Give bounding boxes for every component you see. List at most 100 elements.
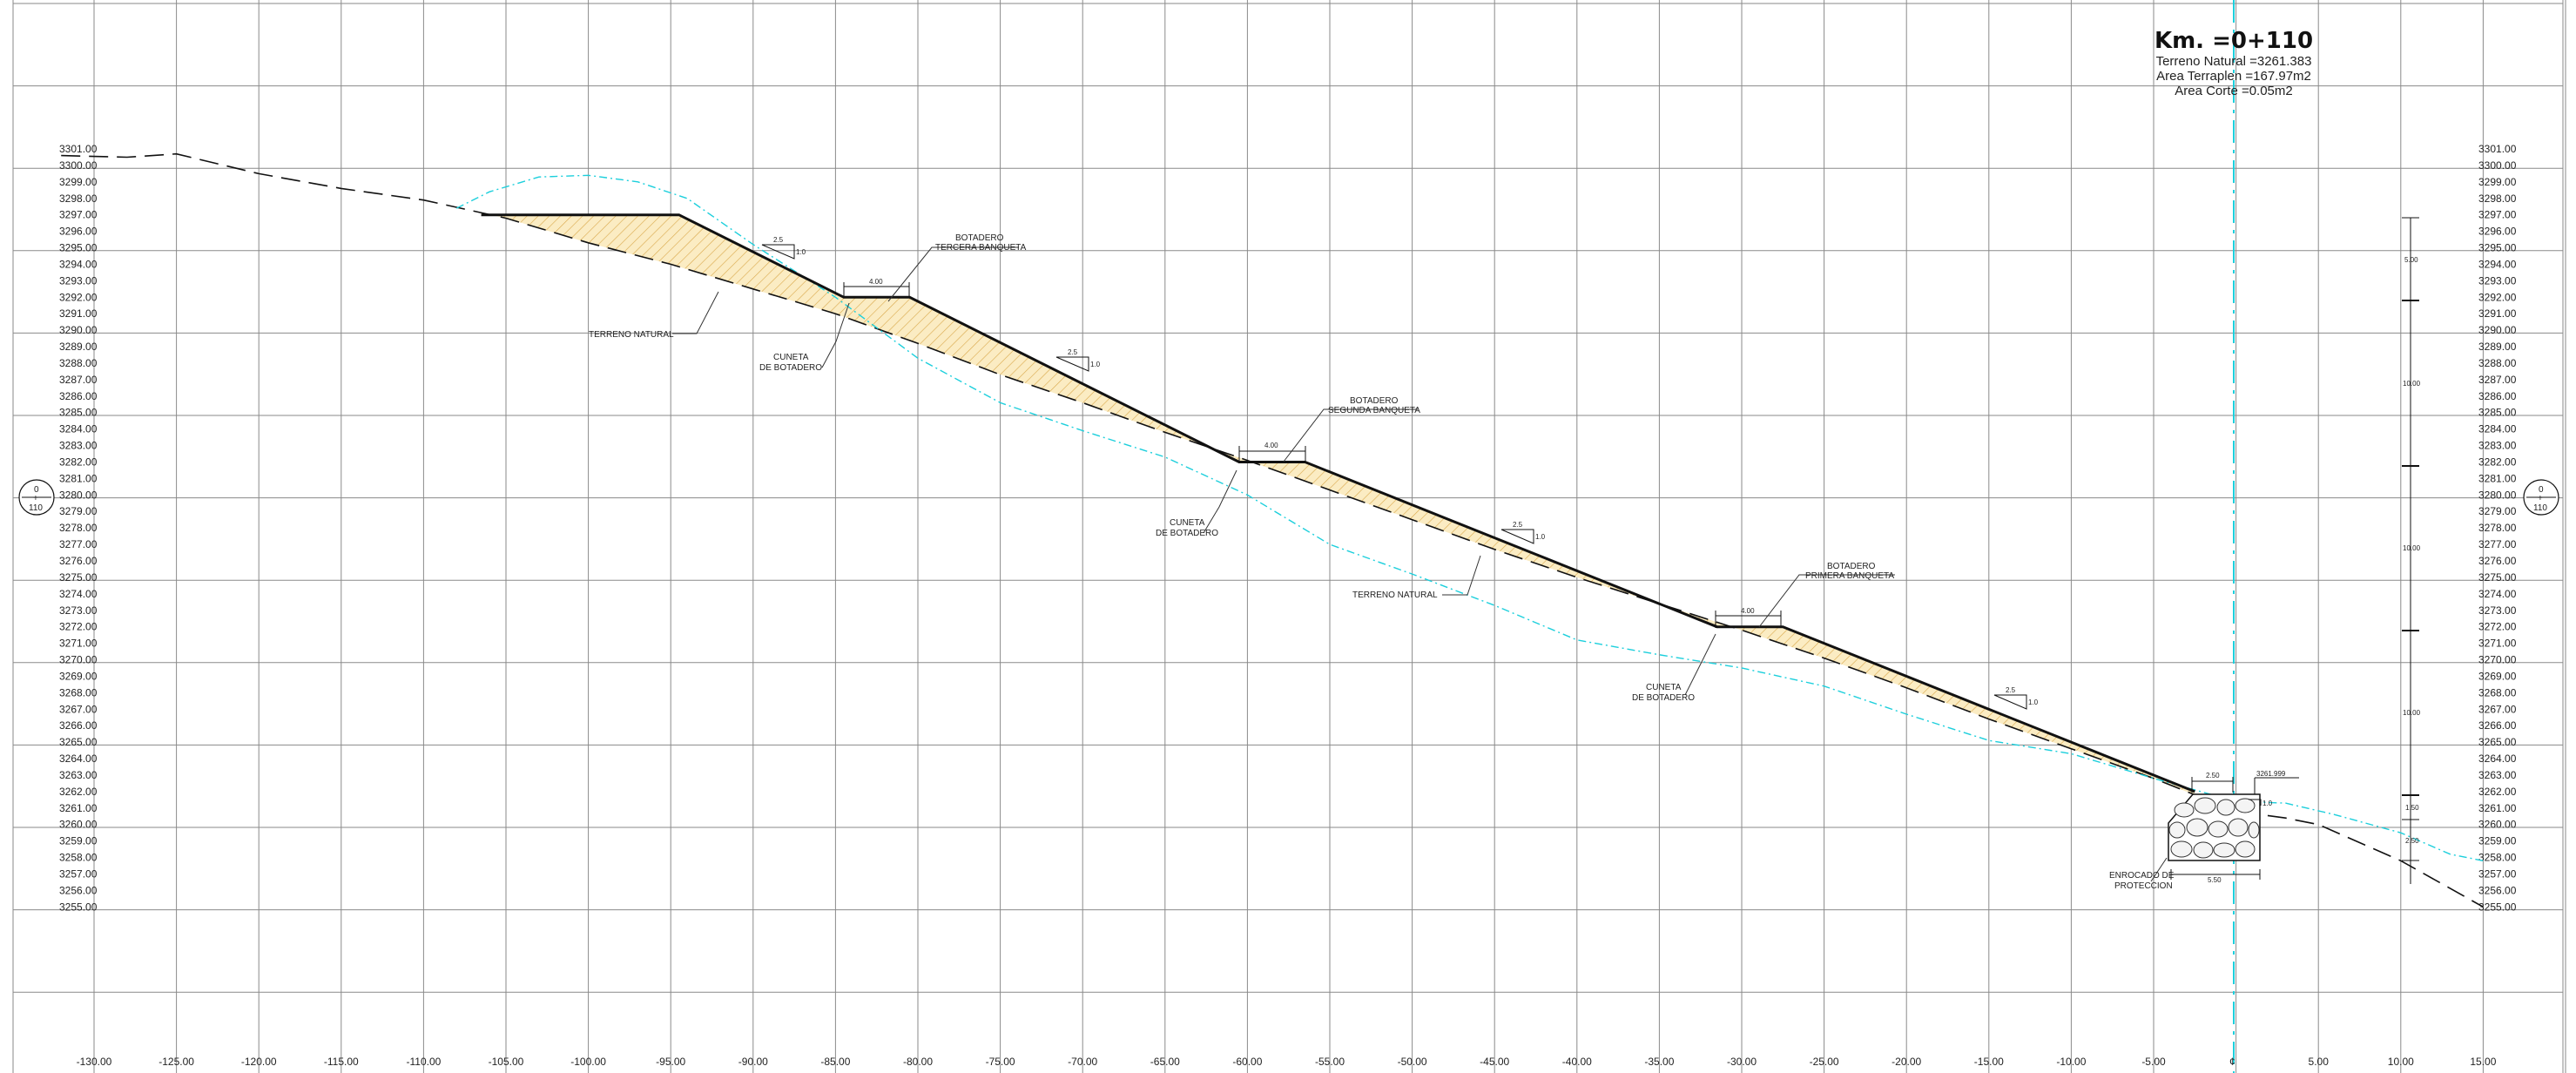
y-tick-label-right: 3301.00 bbox=[2478, 143, 2517, 155]
primera-banqueta-label-2: PRIMERA BANQUETA bbox=[1805, 571, 1894, 581]
y-tick-label-right: 3258.00 bbox=[2478, 852, 2517, 864]
x-tick-label: -65.00 bbox=[1150, 1056, 1180, 1068]
x-tick-label: -115.00 bbox=[324, 1056, 359, 1068]
x-tick-label: -130.00 bbox=[77, 1056, 112, 1068]
y-tick-label-left: 3275.00 bbox=[59, 571, 98, 584]
y-tick-label-right: 3285.00 bbox=[2478, 407, 2517, 419]
rock-protection bbox=[2168, 793, 2261, 861]
y-tick-label-left: 3281.00 bbox=[59, 472, 98, 484]
slope-v-1: 1.0 bbox=[796, 248, 806, 256]
y-tick-label-right: 3291.00 bbox=[2478, 307, 2517, 320]
x-tick-label: -10.00 bbox=[2056, 1056, 2086, 1068]
y-tick-label-left: 3255.00 bbox=[59, 901, 98, 913]
dim-bar-6: 2.50 bbox=[2405, 837, 2419, 845]
base-width: 5.50 bbox=[2208, 876, 2222, 884]
y-tick-label-left: 3297.00 bbox=[59, 209, 98, 221]
tercera-banqueta-label-1: BOTADERO bbox=[955, 233, 1004, 243]
y-tick-label-right: 3260.00 bbox=[2478, 819, 2517, 831]
y-tick-label-left: 3286.00 bbox=[59, 390, 98, 402]
y-tick-label-right: 3293.00 bbox=[2478, 274, 2517, 287]
y-tick-label-left: 3289.00 bbox=[59, 341, 98, 353]
y-tick-label-left: 3287.00 bbox=[59, 374, 98, 386]
x-tick-label: -80.00 bbox=[903, 1056, 933, 1068]
bench-width-1: 4.00 bbox=[1741, 607, 1755, 615]
y-tick-label-left: 3295.00 bbox=[59, 242, 98, 254]
y-tick-label-right: 3284.00 bbox=[2478, 423, 2517, 435]
leader-lines bbox=[672, 246, 2168, 882]
y-tick-label-right: 3279.00 bbox=[2478, 505, 2517, 517]
y-tick-label-left: 3292.00 bbox=[59, 291, 98, 303]
y-tick-label-right: 3268.00 bbox=[2478, 686, 2517, 698]
x-tick-label: -90.00 bbox=[738, 1056, 768, 1068]
y-tick-label-left: 3298.00 bbox=[59, 192, 98, 205]
y-tick-label-left: 3270.00 bbox=[59, 654, 98, 666]
natural-terrain-line bbox=[61, 152, 2484, 908]
y-tick-label-right: 3270.00 bbox=[2478, 654, 2517, 666]
y-tick-label-left: 3288.00 bbox=[59, 357, 98, 369]
x-tick-label: 15.00 bbox=[2470, 1056, 2496, 1068]
slope-v-3: 1.0 bbox=[1535, 533, 1546, 541]
y-tick-label-right: 3289.00 bbox=[2478, 341, 2517, 353]
x-tick-label: -35.00 bbox=[1644, 1056, 1674, 1068]
dim-bar-1: 5.00 bbox=[2404, 256, 2418, 264]
y-tick-label-right: 3266.00 bbox=[2478, 719, 2517, 732]
bench-width-2: 4.00 bbox=[1264, 442, 1278, 449]
y-tick-label-right: 3272.00 bbox=[2478, 621, 2517, 633]
x-tick-label: -25.00 bbox=[1810, 1056, 1839, 1068]
y-axis-labels-left: 3301.003300.003299.003298.003297.003296.… bbox=[59, 143, 98, 913]
y-tick-label-right: 3277.00 bbox=[2478, 538, 2517, 550]
y-tick-label-left: 3293.00 bbox=[59, 274, 98, 287]
y-tick-label-right: 3287.00 bbox=[2478, 374, 2517, 386]
y-tick-label-left: 3282.00 bbox=[59, 456, 98, 468]
y-tick-label-left: 3280.00 bbox=[59, 489, 98, 501]
x-tick-label: -95.00 bbox=[656, 1056, 685, 1068]
dim-bar-3: 10.00 bbox=[2403, 544, 2421, 552]
info-terreno-natural: Terreno Natural =3261.383 bbox=[2156, 54, 2312, 69]
y-tick-label-right: 3273.00 bbox=[2478, 604, 2517, 617]
segunda-banqueta-label-2: SEGUNDA BANQUETA bbox=[1328, 406, 1420, 415]
primera-banqueta-label-1: BOTADERO bbox=[1827, 562, 1876, 571]
y-tick-label-right: 3280.00 bbox=[2478, 489, 2517, 501]
y-tick-label-right: 3267.00 bbox=[2478, 703, 2517, 715]
y-tick-label-left: 3301.00 bbox=[59, 143, 98, 155]
y-tick-label-right: 3269.00 bbox=[2478, 670, 2517, 682]
y-tick-label-right: 3261.00 bbox=[2478, 802, 2517, 814]
vertical-dimension-bar bbox=[2402, 217, 2419, 884]
segunda-banqueta-label-1: BOTADERO bbox=[1350, 396, 1399, 406]
y-tick-label-right: 3262.00 bbox=[2478, 786, 2517, 798]
y-tick-label-left: 3264.00 bbox=[59, 752, 98, 765]
slope-v-4: 1.0 bbox=[2028, 698, 2039, 706]
station-right-bottom: 110 bbox=[2533, 503, 2547, 513]
y-tick-label-right: 3299.00 bbox=[2478, 176, 2517, 188]
y-tick-label-left: 3276.00 bbox=[59, 555, 98, 567]
grid bbox=[12, 0, 2566, 1073]
y-tick-label-right: 3259.00 bbox=[2478, 835, 2517, 847]
x-tick-label: -40.00 bbox=[1562, 1056, 1592, 1068]
y-tick-label-left: 3277.00 bbox=[59, 538, 98, 550]
slope-v-2: 1.0 bbox=[1090, 361, 1101, 368]
y-tick-label-right: 3276.00 bbox=[2478, 555, 2517, 567]
x-tick-label: -15.00 bbox=[1974, 1056, 2004, 1068]
y-tick-label-left: 3300.00 bbox=[59, 159, 98, 172]
x-tick-label: -75.00 bbox=[986, 1056, 1015, 1068]
y-tick-label-left: 3284.00 bbox=[59, 423, 98, 435]
x-tick-label: -70.00 bbox=[1068, 1056, 1097, 1068]
y-tick-label-right: 3281.00 bbox=[2478, 472, 2517, 484]
x-tick-label: -100.00 bbox=[570, 1056, 606, 1068]
y-tick-label-right: 3255.00 bbox=[2478, 901, 2517, 913]
y-tick-label-right: 3300.00 bbox=[2478, 159, 2517, 172]
x-tick-label: 5.00 bbox=[2309, 1056, 2330, 1068]
fill-area bbox=[481, 213, 2195, 795]
y-tick-label-right: 3294.00 bbox=[2478, 258, 2517, 270]
x-tick-label: -5.00 bbox=[2141, 1056, 2166, 1068]
section-title: Km. =0+110 bbox=[2155, 28, 2313, 54]
x-tick-label: -30.00 bbox=[1727, 1056, 1757, 1068]
terreno-natural-label-1: TERRENO NATURAL bbox=[589, 330, 674, 340]
slope-h-2: 2.5 bbox=[1068, 348, 1078, 356]
x-tick-label: -125.00 bbox=[158, 1056, 194, 1068]
cuneta-2-label-2: DE BOTADERO bbox=[1156, 529, 1218, 538]
y-tick-label-left: 3274.00 bbox=[59, 588, 98, 600]
centerline-symbol: ¢ bbox=[2229, 1056, 2235, 1068]
dim-bar-5: 1.50 bbox=[2405, 804, 2419, 812]
station-left-top: 0 bbox=[34, 485, 39, 495]
